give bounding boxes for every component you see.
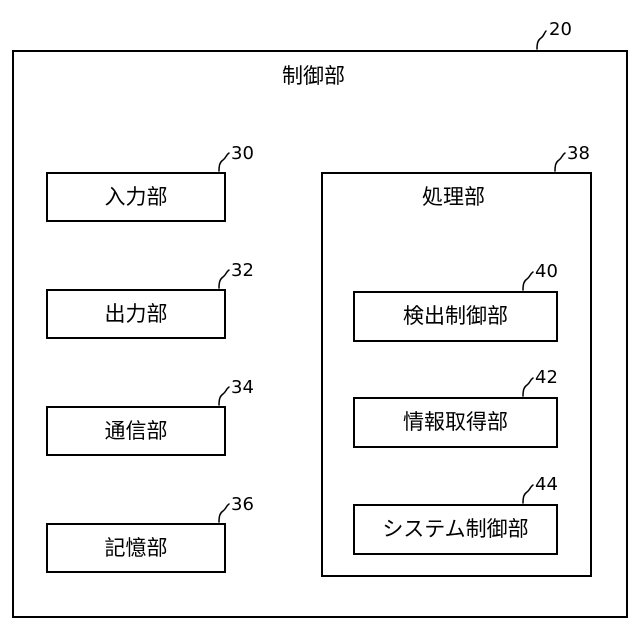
control-unit-ref: 20	[549, 21, 572, 39]
input-unit-box: 入力部	[46, 172, 226, 222]
communication-unit-box: 通信部	[46, 406, 226, 456]
control-unit-label: 制御部	[282, 66, 345, 87]
info-acquisition-unit-box: 情報取得部	[353, 397, 558, 448]
info-acquisition-unit-label: 情報取得部	[403, 412, 508, 433]
system-control-unit-label: システム制御部	[382, 519, 528, 540]
storage-unit-label: 記憶部	[105, 538, 168, 559]
info-acquisition-unit-ref: 42	[535, 369, 558, 387]
storage-unit-ref: 36	[231, 496, 254, 514]
communication-unit-label: 通信部	[105, 421, 168, 442]
processing-unit-ref: 38	[567, 145, 590, 163]
leader-20	[537, 31, 546, 49]
communication-unit-ref: 34	[231, 379, 254, 397]
output-unit-label: 出力部	[105, 304, 168, 325]
output-unit-ref: 32	[231, 262, 254, 280]
system-control-unit-box: システム制御部	[353, 504, 558, 555]
processing-unit-label: 処理部	[422, 187, 485, 208]
detection-control-unit-box: 検出制御部	[353, 291, 558, 342]
input-unit-label: 入力部	[105, 187, 168, 208]
detection-control-unit-label: 検出制御部	[403, 306, 508, 327]
detection-control-unit-ref: 40	[535, 263, 558, 281]
storage-unit-box: 記憶部	[46, 523, 226, 573]
system-control-unit-ref: 44	[535, 476, 558, 494]
input-unit-ref: 30	[231, 145, 254, 163]
output-unit-box: 出力部	[46, 289, 226, 339]
